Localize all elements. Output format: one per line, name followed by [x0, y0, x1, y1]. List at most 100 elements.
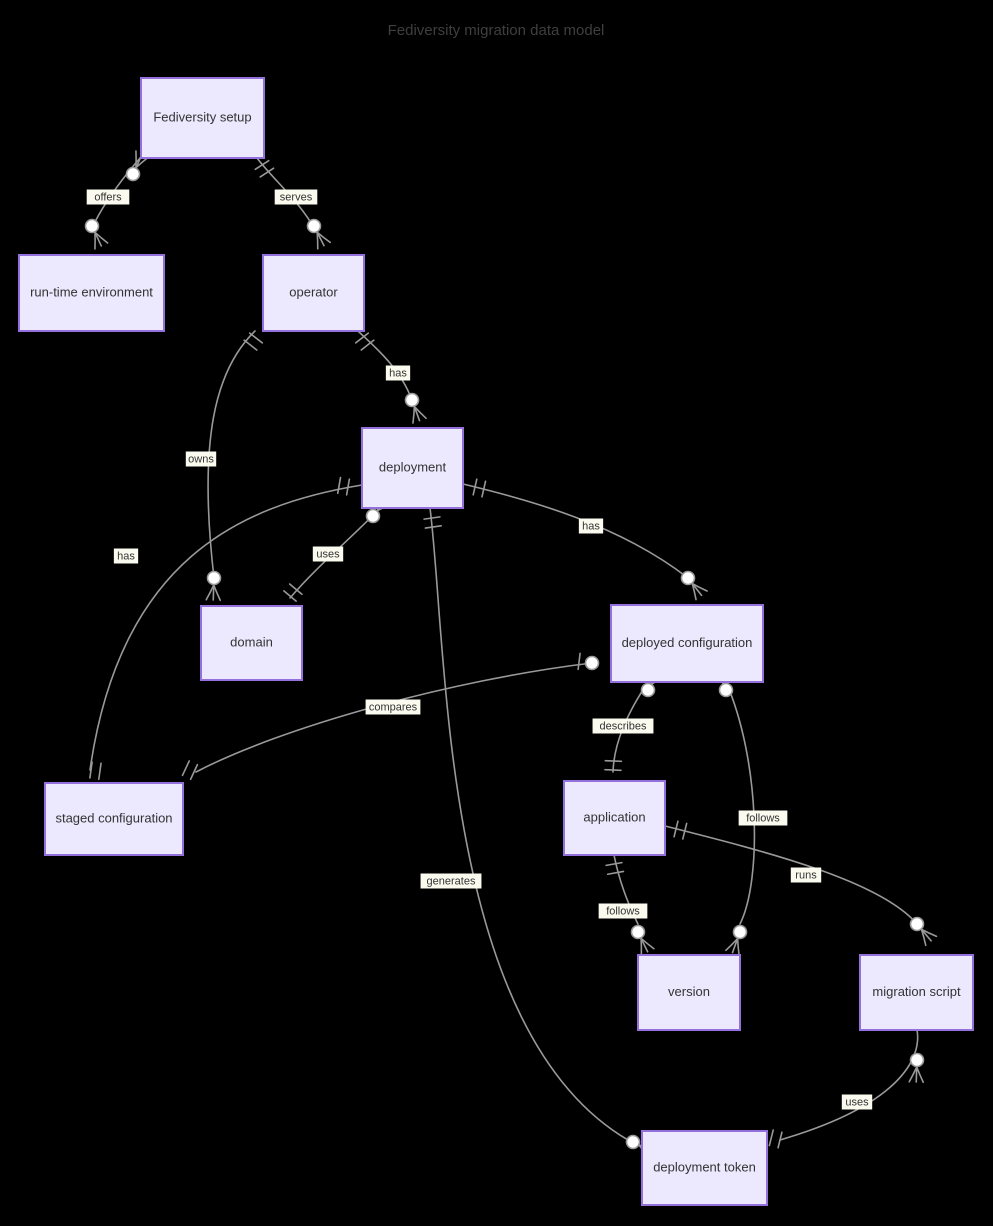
one-tick-icon	[97, 762, 102, 780]
entity-application[interactable]: application	[563, 780, 666, 856]
entity-label: Fediversity setup	[153, 109, 251, 124]
entity-deployment[interactable]: deployment	[361, 427, 464, 509]
zero-circle-icon	[909, 916, 925, 932]
entity-fediversity-setup[interactable]: Fediversity setup	[140, 77, 265, 159]
relationship-label-owns: owns	[185, 451, 217, 467]
one-tick-icon	[768, 1129, 775, 1147]
one-tick-icon	[345, 478, 351, 496]
zero-circle-icon	[84, 218, 100, 234]
relationship-generates[interactable]	[423, 507, 657, 1160]
page-title: Fediversity migration data model	[388, 22, 605, 39]
relationship-uses-migrationscript-token[interactable]	[768, 1029, 925, 1149]
relationship-label-runs: runs	[790, 867, 822, 883]
entity-domain[interactable]: domain	[200, 605, 303, 681]
zero-circle-icon	[404, 392, 420, 408]
entity-label: deployment	[379, 459, 447, 474]
relationship-label-text: generates	[427, 875, 476, 887]
relationship-has-deployment-staged[interactable]	[89, 476, 363, 780]
relationship-line[interactable]	[207, 330, 256, 579]
entity-label: deployed configuration	[622, 635, 753, 650]
zero-circle-icon	[206, 570, 222, 586]
relationship-line[interactable]	[462, 483, 689, 579]
one-tick-icon	[681, 822, 688, 840]
cardinality-marker-zero-or-many	[908, 1052, 925, 1084]
relationship-label-background	[385, 365, 411, 381]
one-tick-icon	[254, 159, 270, 171]
entity-staged-configuration[interactable]: staged configuration	[44, 782, 184, 856]
relationship-line[interactable]	[779, 1029, 919, 1141]
entity-label: domain	[230, 634, 273, 649]
one-tick-icon	[777, 1131, 783, 1149]
entity-box[interactable]	[563, 780, 666, 856]
one-tick-icon	[424, 524, 442, 529]
one-tick-icon	[181, 760, 191, 777]
relationship-label-follows-deployedconfig-version: follows	[738, 810, 788, 826]
zero-circle-icon	[640, 682, 656, 698]
entity-run-time-environment[interactable]: run-time environment	[18, 254, 165, 332]
one-tick-icon	[360, 339, 375, 351]
cardinality-marker-one-only	[472, 478, 487, 498]
entity-deployed-configuration[interactable]: deployed configuration	[610, 604, 764, 683]
entity-label: application	[583, 809, 645, 824]
entity-deployment-token[interactable]: deployment token	[641, 1130, 768, 1206]
cardinality-marker-one-only	[181, 760, 199, 781]
zero-circle-icon	[909, 1052, 925, 1068]
relationship-label-follows-application-version: follows	[598, 903, 648, 919]
relationship-has-deployment-deployedconfig[interactable]	[462, 478, 708, 601]
relationship-label-generates: generates	[420, 873, 482, 889]
one-tick-icon	[336, 476, 342, 495]
relationship-has-operator-deployment[interactable]	[354, 330, 427, 424]
cardinality-marker-one-only	[768, 1129, 783, 1149]
relationship-label-has-deployment-deployedconfig: has	[578, 518, 604, 534]
one-tick-icon	[606, 870, 625, 876]
entity-box[interactable]	[140, 77, 265, 159]
crowsfoot-icon	[316, 231, 332, 244]
entity-box[interactable]	[610, 604, 764, 683]
entity-box[interactable]	[641, 1130, 768, 1206]
entity-box[interactable]	[200, 605, 303, 681]
entity-label: run-time environment	[30, 284, 153, 299]
entity-migration-script[interactable]: migration script	[859, 954, 974, 1031]
crowsfoot-icon	[212, 584, 215, 601]
relationship-label-background	[113, 548, 139, 564]
entity-box[interactable]	[361, 427, 464, 509]
relationship-label-background	[738, 810, 788, 826]
zero-circle-icon	[680, 570, 696, 586]
relationship-offers[interactable]	[84, 150, 150, 250]
crowsfoot-icon	[915, 1066, 925, 1084]
entity-box[interactable]	[859, 954, 974, 1031]
relationship-line[interactable]	[429, 507, 629, 1141]
zero-circle-icon	[365, 508, 381, 524]
cardinality-marker-one-only	[605, 861, 625, 876]
relationship-label-serves: serves	[274, 189, 318, 205]
relationship-label-has-deployment-staged: has	[113, 548, 139, 564]
one-tick-icon	[605, 861, 623, 867]
entity-version[interactable]: version	[637, 954, 741, 1031]
entity-box[interactable]	[637, 954, 741, 1031]
relationship-label-text: has	[389, 367, 407, 379]
entity-box[interactable]	[44, 782, 184, 856]
crowsfoot-icon	[640, 937, 655, 950]
relationship-label-text: uses	[845, 1096, 869, 1108]
crowsfoot-icon	[212, 584, 222, 602]
relationship-label-background	[598, 903, 648, 919]
one-tick-icon	[283, 590, 297, 602]
relationship-label-text: has	[582, 520, 600, 532]
relationship-label-text: owns	[188, 453, 214, 465]
one-tick-icon	[423, 516, 441, 520]
cardinality-marker-one-only	[89, 761, 102, 780]
relationship-owns[interactable]	[205, 330, 264, 602]
relationship-line[interactable]	[89, 484, 363, 771]
cardinality-marker-one-only	[423, 516, 442, 529]
entity-operator[interactable]: operator	[262, 254, 365, 332]
relationship-label-background	[420, 873, 482, 889]
relationship-label-background	[86, 189, 130, 205]
relationship-follows-application-version[interactable]	[605, 854, 655, 956]
crowsfoot-icon	[736, 937, 740, 956]
relationship-label-background	[841, 1094, 873, 1110]
entity-box[interactable]	[18, 254, 165, 332]
entity-box[interactable]	[262, 254, 365, 332]
zero-circle-icon	[718, 682, 734, 698]
